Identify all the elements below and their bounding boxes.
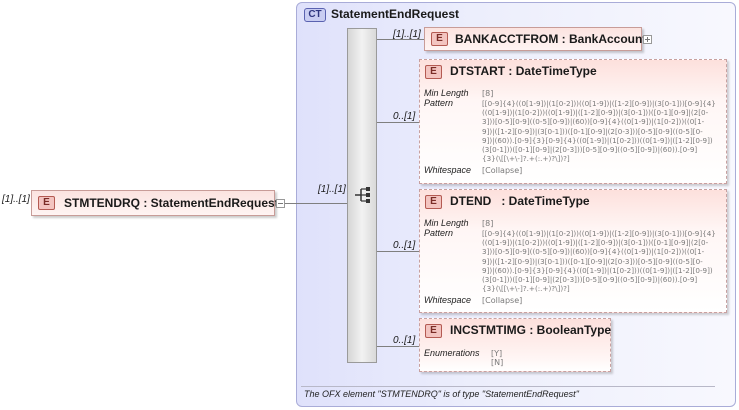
element-icon: E [38,196,55,210]
element-icon: E [425,195,442,209]
root-element-box[interactable] [31,190,275,216]
dtend-element-box[interactable] [419,189,727,313]
expand-toggle-icon[interactable] [643,35,652,44]
enumerations-label: Enumerations [424,348,480,358]
bankacctfrom-occurrence: [1]..[1] [393,29,421,40]
element-icon: E [425,65,442,79]
connector-line [285,203,348,204]
connector-line [377,122,419,123]
dtstart-label: DTSTART : DateTimeType [450,64,597,78]
complex-type-icon: CT [304,8,326,22]
root-occurrence: [1]..[1] [2,194,30,205]
root-element-label: STMTENDRQ : StatementEndRequest [64,196,279,210]
element-icon: E [431,32,448,46]
sequence-occurrence: [1]..[1] [318,184,346,195]
dtstart-element-box[interactable] [419,59,727,184]
dtstart-occurrence: 0..[1] [393,111,416,122]
sequence-icon [355,187,370,203]
collapse-toggle-icon[interactable] [276,199,285,208]
whitespace-value: [Collapse] [482,296,523,305]
dtend-occurrence: 0..[1] [393,240,416,251]
connector-line [377,346,419,347]
min-length-label: Min Length [424,88,469,98]
element-icon: E [425,324,442,338]
min-length-value: [8] [482,89,494,98]
min-length-value: [8] [482,219,494,228]
whitespace-label: Whitespace [424,165,472,175]
pattern-value: [[0-9]{4}((0[1-9])|(1[0-2]))((0[1-9])|([… [482,99,716,164]
complex-type-title: StatementEndRequest [331,7,460,21]
min-length-label: Min Length [424,218,469,228]
enumeration-value: [Y] [491,349,503,358]
connector-line [377,251,419,252]
footer-divider [301,386,715,387]
footer-description: The OFX element "STMTENDRQ" is of type "… [304,389,579,399]
incstmtimg-label: INCSTMTIMG : BooleanType [450,323,612,337]
bankacctfrom-label: BANKACCTFROM : BankAccount [455,32,647,46]
enumeration-value: [N] [491,358,504,367]
dtend-label: DTEND : DateTimeType [450,194,590,208]
bankacctfrom-element-box[interactable] [424,27,642,51]
pattern-label: Pattern [424,228,454,238]
pattern-label: Pattern [424,98,454,108]
connector-line [377,39,424,40]
pattern-value: [[0-9]{4}((0[1-9])|(1[0-2]))((0[1-9])|([… [482,229,716,294]
incstmtimg-occurrence: 0..[1] [393,335,416,346]
whitespace-value: [Collapse] [482,166,523,175]
incstmtimg-element-box[interactable] [419,318,611,372]
whitespace-label: Whitespace [424,295,472,305]
